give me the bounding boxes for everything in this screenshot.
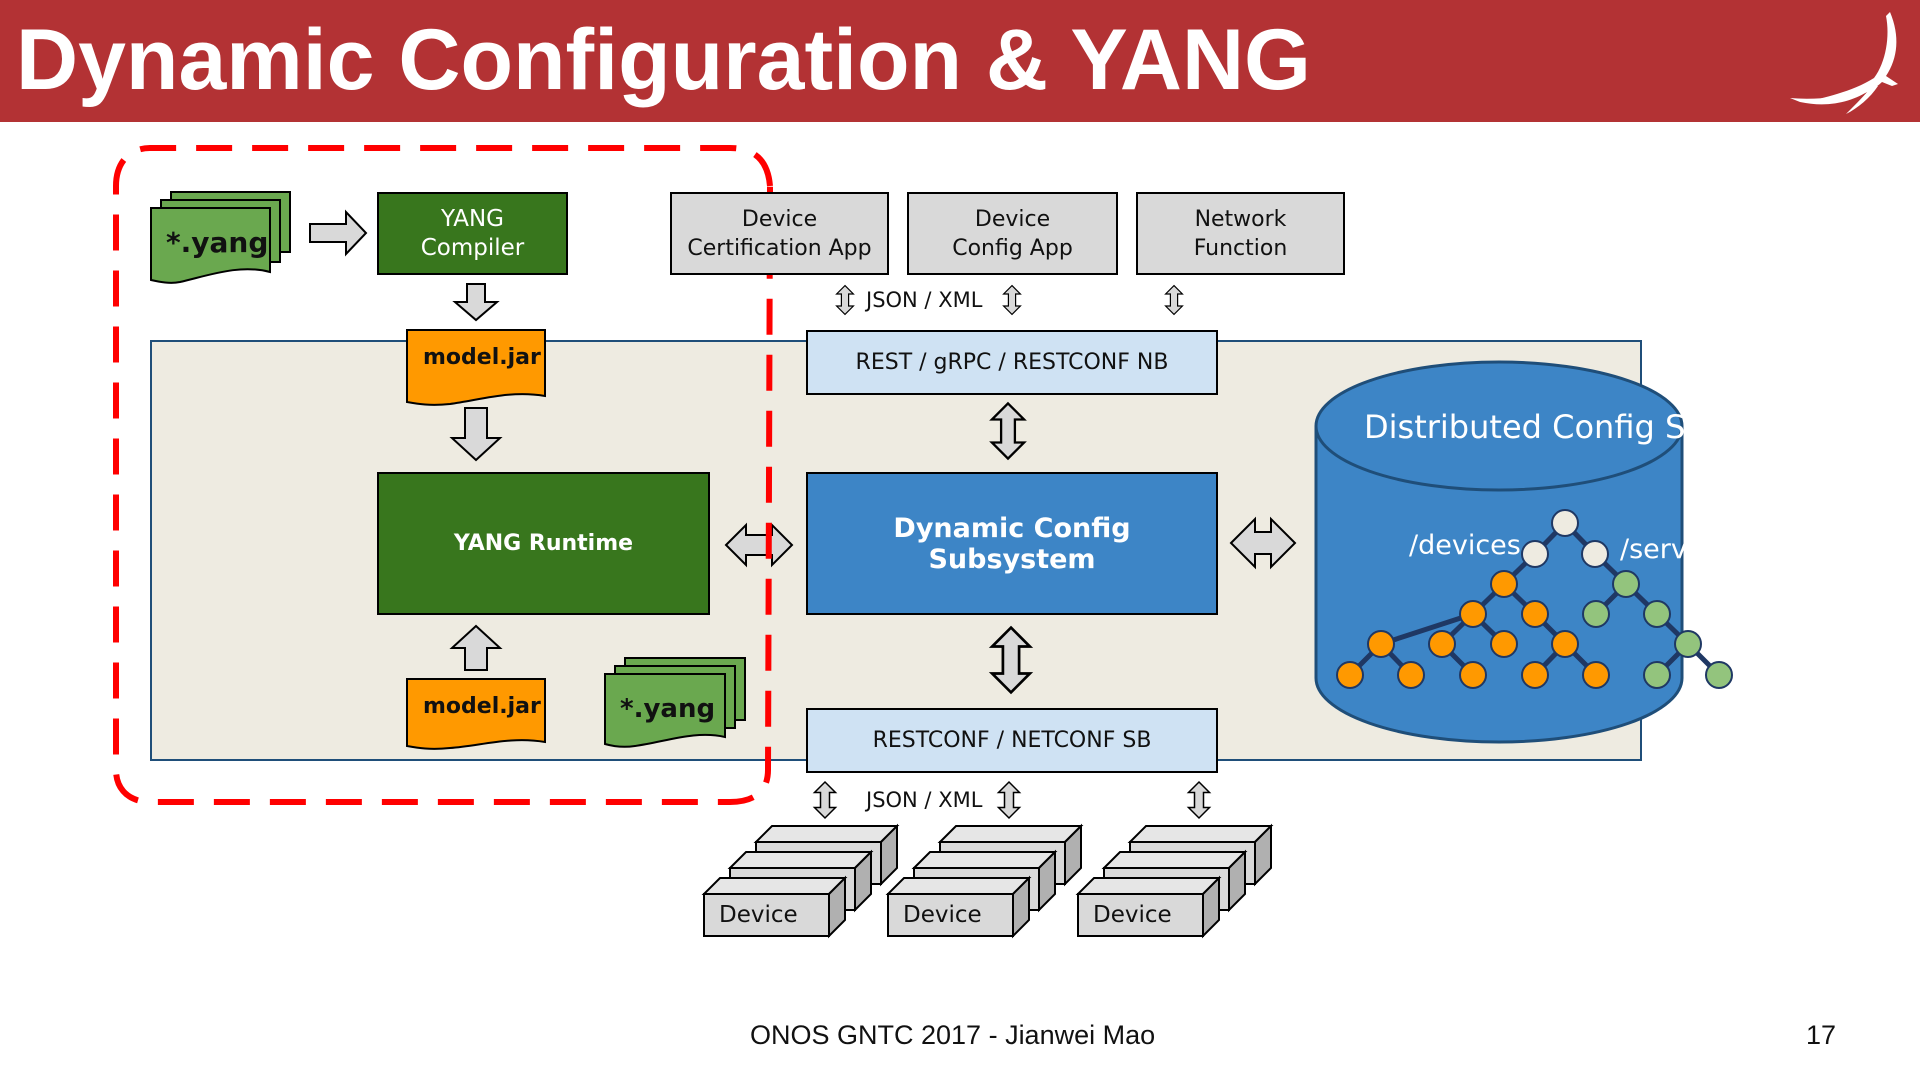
store-services-path: /services: [1620, 534, 1740, 565]
onos-bird-logo-icon: [1790, 12, 1898, 114]
device-certification-app-box: Device Certification App: [670, 192, 889, 275]
tree-node: [1643, 661, 1671, 689]
tree-node: [1336, 661, 1364, 689]
double-arrow-vertical-icon: [1002, 285, 1022, 315]
tree-node: [1705, 661, 1733, 689]
tree-node: [1551, 509, 1579, 537]
network-function-box: Network Function: [1136, 192, 1345, 275]
slide-title: Dynamic Configuration & YANG: [16, 12, 1311, 108]
double-arrow-horizontal-icon: [1229, 516, 1297, 570]
tree-node: [1581, 540, 1609, 568]
footer-text: ONOS GNTC 2017 - Jianwei Mao: [750, 1020, 1156, 1050]
yang-runtime-box: YANG Runtime: [377, 472, 710, 615]
tree-node: [1490, 630, 1518, 658]
device-label: Device: [1093, 902, 1172, 928]
tree-node: [1612, 570, 1640, 598]
app-label-line1: Device: [741, 206, 818, 232]
yang-runtime-label: YANG Runtime: [453, 531, 634, 556]
tree-node: [1521, 540, 1549, 568]
arrow-down-icon: [452, 283, 500, 322]
nb-format-label: JSON / XML: [866, 288, 983, 312]
device-config-app-box: Device Config App: [907, 192, 1118, 275]
nb-interface-box: REST / gRPC / RESTCONF NB: [806, 330, 1218, 395]
tree-node: [1428, 630, 1456, 658]
yang-files-top: [150, 191, 291, 284]
tree-node: [1490, 570, 1518, 598]
arrow-down-icon: [449, 407, 503, 462]
tree-node: [1397, 661, 1425, 689]
double-arrow-horizontal-icon: [724, 522, 794, 568]
tree-node: [1521, 600, 1549, 628]
yang-files-bottom: [604, 657, 746, 748]
tree-node: [1582, 661, 1610, 689]
yang-tooling-highlight-border: [113, 145, 774, 805]
tree-node: [1459, 600, 1487, 628]
sb-format-label: JSON / XML: [866, 788, 983, 812]
tree-node: [1521, 661, 1549, 689]
device-stack: [701, 823, 900, 939]
yang-compiler-line2: Compiler: [420, 234, 525, 261]
app-label-line1: Device: [974, 206, 1051, 232]
yang-compiler-line1: YANG: [440, 205, 505, 232]
arrow-up-icon: [449, 624, 503, 671]
dynamic-config-subsystem-box: Dynamic Config Subsystem: [806, 472, 1218, 615]
app-label-line2: Function: [1193, 235, 1288, 261]
double-arrow-vertical-icon: [1164, 285, 1184, 315]
arrow-right-icon: [309, 209, 368, 257]
double-arrow-vertical-icon: [1187, 781, 1211, 819]
device-label: Device: [719, 902, 798, 928]
tree-node: [1459, 661, 1487, 689]
tree-edge: [1380, 611, 1474, 647]
tree-node: [1674, 630, 1702, 658]
nb-interface-label: REST / gRPC / RESTCONF NB: [855, 350, 1169, 375]
page-number: 17: [1806, 1020, 1837, 1050]
yang-files-top-label: *.yang: [166, 226, 269, 259]
model-jar-bottom-doc: [406, 678, 546, 750]
app-label-line2: Certification App: [687, 235, 872, 261]
app-label-line2: Config App: [952, 235, 1073, 261]
store-devices-path: /devices: [1409, 530, 1521, 561]
app-label-line1: Network: [1194, 206, 1287, 232]
device-label: Device: [903, 902, 982, 928]
tree-node: [1582, 600, 1610, 628]
yang-files-bottom-label: *.yang: [620, 694, 716, 724]
double-arrow-vertical-icon: [835, 285, 855, 315]
double-arrow-vertical-icon: [997, 781, 1021, 819]
model-jar-bottom-label: model.jar: [423, 694, 541, 719]
model-jar-top-label: model.jar: [423, 345, 541, 370]
tree-node: [1367, 630, 1395, 658]
yang-compiler-box: YANG Compiler: [377, 192, 568, 275]
slide-header: Dynamic Configuration & YANG: [0, 0, 1920, 122]
config-tree: [1336, 509, 1733, 689]
tree-node: [1643, 600, 1671, 628]
sb-interface-box: RESTCONF / NETCONF SB: [806, 708, 1218, 773]
sb-interface-label: RESTCONF / NETCONF SB: [872, 728, 1152, 753]
double-arrow-vertical-icon: [813, 781, 837, 819]
tree-node: [1551, 630, 1579, 658]
dynamic-config-subsystem-label: Dynamic Config Subsystem: [893, 512, 1131, 575]
model-jar-top-doc: [406, 329, 546, 406]
device-stack: [885, 823, 1084, 939]
store-title: Distributed Config Store: [1364, 408, 1750, 446]
device-stack: [1075, 823, 1274, 939]
